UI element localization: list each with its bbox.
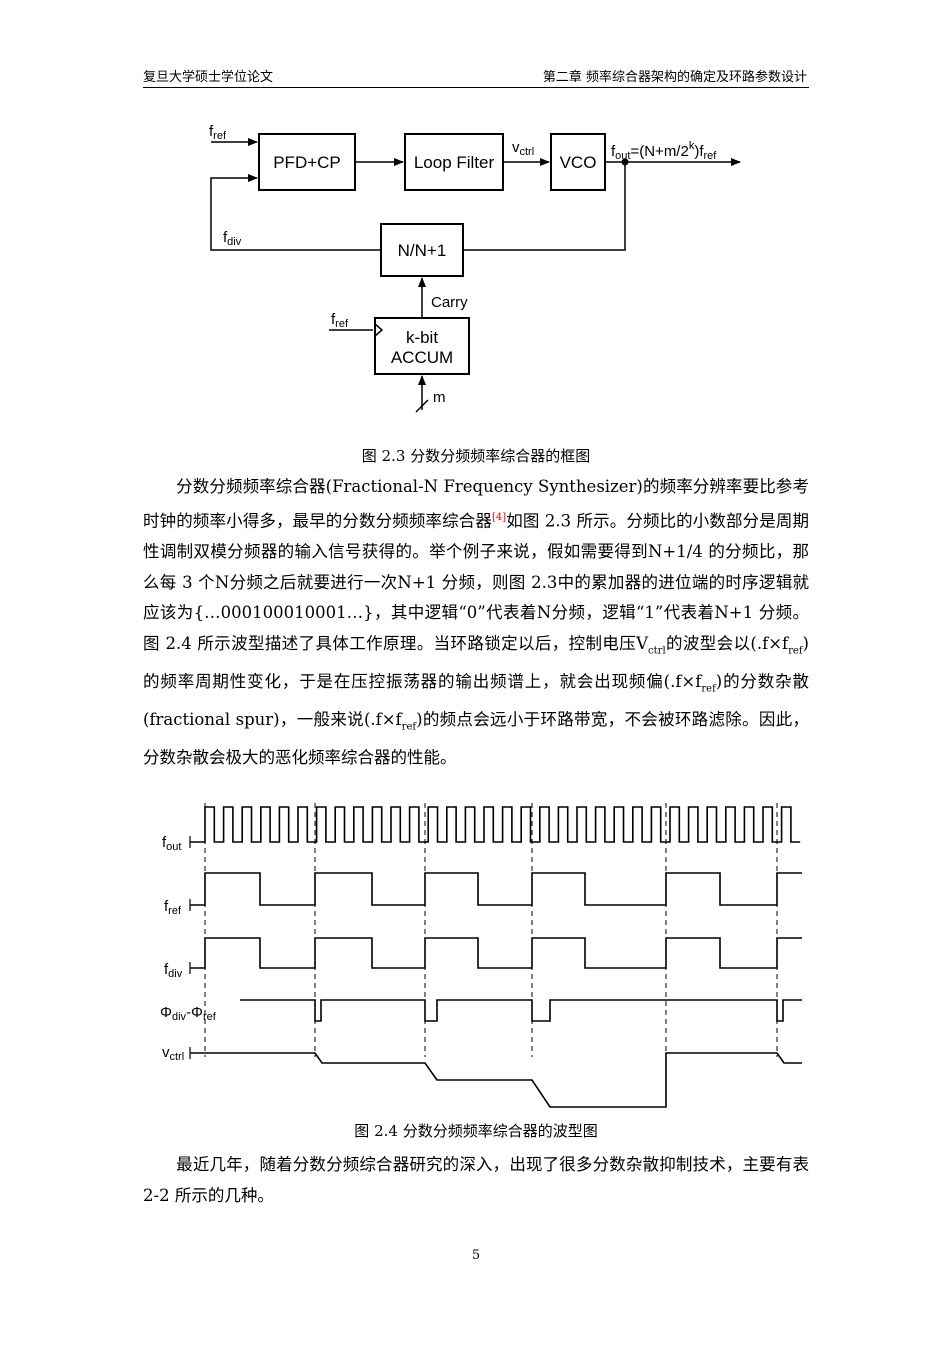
fout-equation-label: fout=(N+m/2k)fref [611, 140, 717, 162]
fref-waveform [190, 872, 802, 906]
pfd-cp-label: PFD+CP [273, 153, 341, 172]
page-number: 5 [471, 1248, 481, 1263]
citation-ref: [4] [491, 511, 507, 523]
header-left: 复旦大学硕士学位论文 [143, 70, 274, 85]
vco-label: VCO [560, 153, 597, 172]
vctrl-signal-label: vctrl [162, 1044, 184, 1063]
body-paragraph-2: 最近几年，随着分数分频综合器研究的深入，出现了很多分数杂散抑制技术，主要有表 2… [143, 1155, 809, 1205]
accum-label-1: k-bit [406, 328, 438, 347]
fdiv-waveform [190, 937, 802, 969]
fref-input-label: fref [209, 123, 227, 142]
divider-label: N/N+1 [398, 241, 447, 260]
header-rule [143, 87, 809, 88]
header-right: 第二章 频率综合器架构的确定及环路参数设计 [542, 70, 807, 85]
vctrl-label: vctrl [512, 139, 534, 158]
m-input-label: m [433, 389, 446, 406]
fdiv-signal-label: fdiv [164, 961, 183, 980]
fout-waveform [190, 806, 801, 843]
phase-diff-label: Φdiv-Φref [160, 1004, 217, 1023]
phase-diff-waveform [240, 999, 802, 1022]
figure-2-4-caption: 图 2.4 分数分频频率综合器的波型图 [354, 1122, 598, 1140]
waveform-diagram: fout fref fdiv Φdiv-Φref vctrl [160, 803, 802, 1108]
vctrl-waveform [190, 1052, 802, 1108]
fref-signal-label: fref [164, 898, 182, 917]
body-paragraph-1: 分数分频频率综合器(Fractional-N Frequency Synthes… [143, 477, 810, 768]
fdiv-label: fdiv [223, 229, 242, 248]
figure-2-3-caption: 图 2.3 分数分频频率综合器的框图 [361, 447, 591, 465]
block-diagram: PFD+CP Loop Filter VCO N/N+1 k-bit ACCUM… [209, 123, 741, 413]
carry-label: Carry [431, 294, 468, 311]
fref-accum-label: fref [331, 311, 349, 330]
loop-filter-label: Loop Filter [414, 153, 495, 172]
fout-signal-label: fout [162, 834, 181, 853]
accum-label-2: ACCUM [391, 348, 453, 367]
